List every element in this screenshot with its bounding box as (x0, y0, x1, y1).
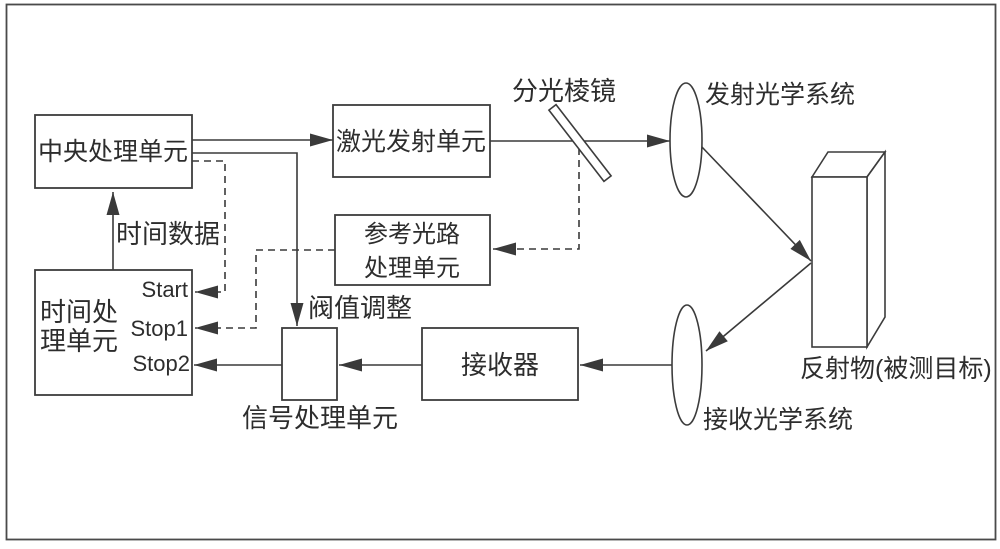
receiver-label: 接收器 (461, 350, 539, 380)
laser-label: 激光发射单元 (336, 128, 486, 156)
frame-border (5, 3, 997, 541)
stop2-port-label: Stop2 (133, 351, 191, 376)
laser-box (332, 104, 491, 178)
reference-to-stop1-dashed-line (195, 249, 335, 335)
target-side-face (866, 149, 886, 350)
signal-label: 信号处理单元 (242, 403, 398, 433)
time-box (34, 269, 193, 396)
receive-lens-ellipse (671, 304, 703, 426)
target-front-face (811, 176, 868, 348)
target-to-lens-line (705, 262, 812, 352)
target-label: 反射物(被测目标) (800, 355, 992, 383)
signal-box (281, 327, 338, 401)
time-label-line2: 理单元 (40, 326, 118, 356)
reference-label-line1: 参考光路 (364, 221, 460, 248)
cpu-box (34, 114, 193, 189)
time-label-line1: 时间处 (40, 297, 118, 327)
threshold-label: 阀值调整 (308, 293, 412, 323)
cpu-to-start-dashed-line (192, 160, 226, 299)
start-port-label: Start (142, 277, 188, 302)
stop1-port-label: Stop1 (131, 316, 189, 341)
cpu-label: 中央处理单元 (38, 138, 188, 166)
reference-box (334, 214, 491, 286)
transmit-optics-label: 发射光学系统 (705, 81, 855, 109)
beam-splitter-prism (547, 103, 613, 183)
reference-label-line2: 处理单元 (364, 255, 460, 282)
receive-optics-label: 接收光学系统 (703, 406, 853, 434)
time-data-label: 时间数据 (116, 219, 220, 249)
cpu-to-signal-line (192, 152, 304, 326)
lens-to-target-line (700, 145, 812, 262)
prism-to-reference-dashed-line (493, 148, 580, 256)
transmit-lens-ellipse (669, 82, 703, 198)
receiver-box (421, 327, 579, 401)
beam-splitter-label: 分光棱镜 (512, 76, 616, 106)
